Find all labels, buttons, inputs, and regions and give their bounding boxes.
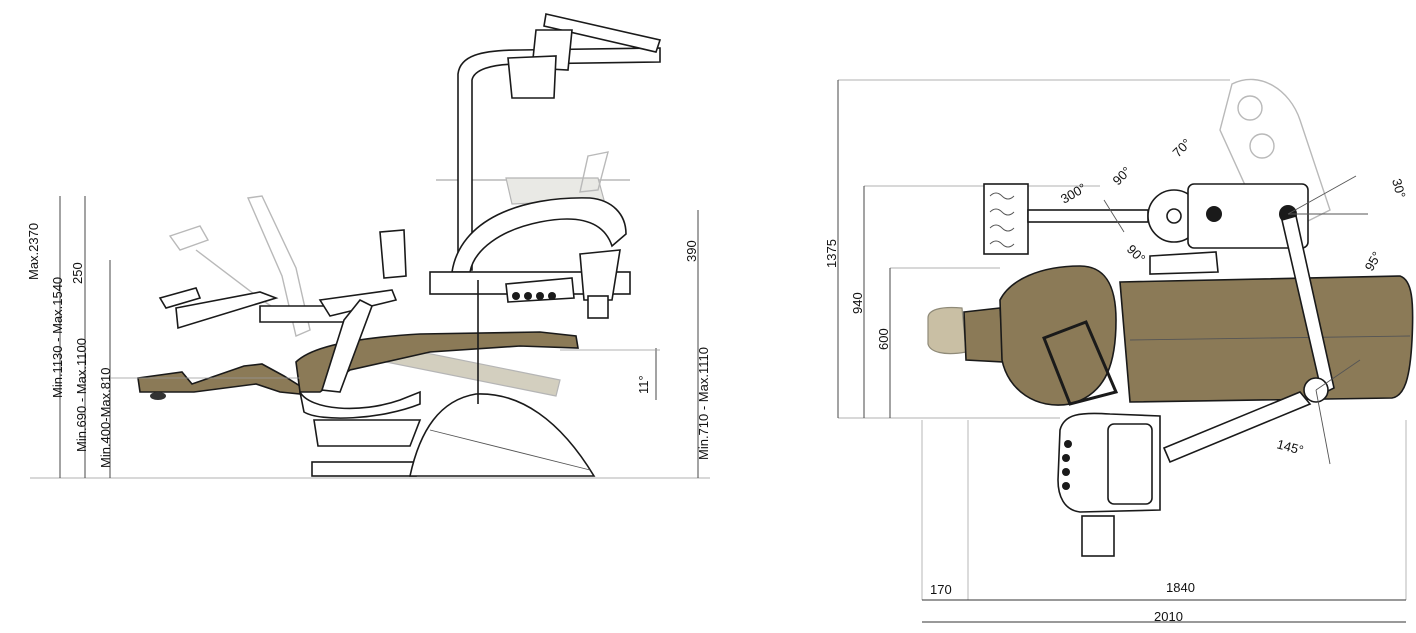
- filler-knob: [1206, 206, 1222, 222]
- ghost-headrest: [168, 225, 210, 251]
- headrest-pad: [927, 306, 967, 355]
- chair-upholstery: [137, 331, 579, 419]
- label-seat-height: Min.400-Max.810: [98, 368, 113, 468]
- label-tilt-angle: 11°: [636, 375, 651, 394]
- unit-base: [1149, 251, 1219, 275]
- label-angle-90-top: 90°: [1110, 164, 1135, 189]
- side-dimension-labels: Max.2370 Min.1130 - Max.1540 250 Min.690…: [26, 223, 711, 468]
- operating-light: [457, 13, 662, 271]
- ghost-tray-handle: [579, 151, 609, 193]
- label-angle-90-bottom: 90°: [1124, 242, 1149, 267]
- instrument-holder: [505, 277, 575, 303]
- label-angle-300: 300°: [1058, 180, 1089, 206]
- side-dimension-lines: [59, 196, 699, 478]
- delivery-unit-top: [1057, 391, 1312, 557]
- foot-pedal-box: [587, 295, 609, 319]
- delivery-unit: [429, 197, 631, 404]
- seat-top: [1119, 275, 1414, 403]
- light-arm: [543, 13, 662, 53]
- label-depth-min: 600: [876, 328, 891, 350]
- top-dimension-lines: [837, 80, 1406, 623]
- base-plate: [311, 461, 417, 477]
- side-view: Max.2370 Min.1130 - Max.1540 250 Min.690…: [26, 13, 711, 479]
- label-depth-total: 1375: [824, 239, 839, 268]
- seat-center-line: [1129, 335, 1411, 341]
- chair-top-upholstery: [927, 265, 1414, 406]
- pedestal-cover: [409, 393, 596, 477]
- label-cuspidor-offset: 390: [684, 240, 699, 262]
- ghost-backrest: [246, 195, 311, 337]
- delivery-foot-control: [1081, 515, 1115, 557]
- cuspidor-drain: [1166, 208, 1182, 224]
- light-pole: [457, 47, 661, 271]
- light-head: [507, 55, 557, 99]
- headrest-arm: [175, 291, 279, 330]
- ghost-light-swing: [1219, 78, 1331, 241]
- delivery-screen: [1107, 423, 1153, 505]
- lift-housing: [313, 419, 422, 447]
- headrest: [158, 287, 202, 309]
- assistant-tray: [983, 183, 1149, 255]
- control-panel: [579, 249, 621, 301]
- backrest-top: [999, 265, 1117, 406]
- label-length-total: 2010: [1154, 609, 1183, 624]
- label-angle-30: 30°: [1389, 177, 1409, 200]
- label-max-height: Max.2370: [26, 223, 41, 280]
- top-view: 1375 940 600 170 1840 2010 300° 90° 90° …: [824, 78, 1414, 624]
- delivery-arm-top: [1162, 391, 1312, 464]
- headrest-top: [963, 307, 1005, 363]
- label-depth-mid: 940: [850, 292, 865, 314]
- label-armrest-height: Min.690 - Max.1100: [74, 338, 89, 452]
- label-length-chair: 1840: [1166, 580, 1195, 595]
- unit-housing: [1187, 183, 1309, 249]
- delivery-arm: [451, 197, 627, 273]
- instrument-tips: [512, 292, 556, 300]
- label-length-offset: 170: [930, 582, 952, 597]
- angle-guides: [1103, 175, 1368, 465]
- seat-cushion: [295, 331, 579, 393]
- label-angle-70: 70°: [1170, 136, 1195, 161]
- tray-arm: [1027, 209, 1149, 223]
- backrest-panel: [1042, 320, 1119, 406]
- ghost-lamp-1: [1237, 95, 1263, 121]
- chair-base: [311, 393, 596, 477]
- label-cuspidor-height: Min.710 - Max.1110: [696, 347, 711, 460]
- top-dimension-labels: 1375 940 600 170 1840 2010 300° 90° 90° …: [824, 136, 1409, 624]
- pedestal-edge: [429, 429, 591, 471]
- backrest-assembly: [158, 229, 407, 393]
- label-delivery-offset: 250: [70, 262, 85, 284]
- legrest: [137, 363, 301, 395]
- water-unit: [1147, 183, 1309, 275]
- foot-control: [150, 392, 166, 400]
- light-arm-top: [1281, 214, 1335, 396]
- delivery-handpieces: [1062, 440, 1072, 490]
- cuspidor-support: [320, 298, 374, 393]
- cuspidor-spout: [379, 229, 407, 279]
- label-angle-95: 95°: [1362, 249, 1385, 274]
- label-delivery-height: Min.1130 - Max.1540: [50, 277, 65, 398]
- ghost-lamp-2: [1249, 133, 1275, 159]
- seat-shell: [299, 390, 421, 419]
- tray-instruments: [989, 192, 1015, 248]
- label-angle-145: 145°: [1275, 436, 1305, 457]
